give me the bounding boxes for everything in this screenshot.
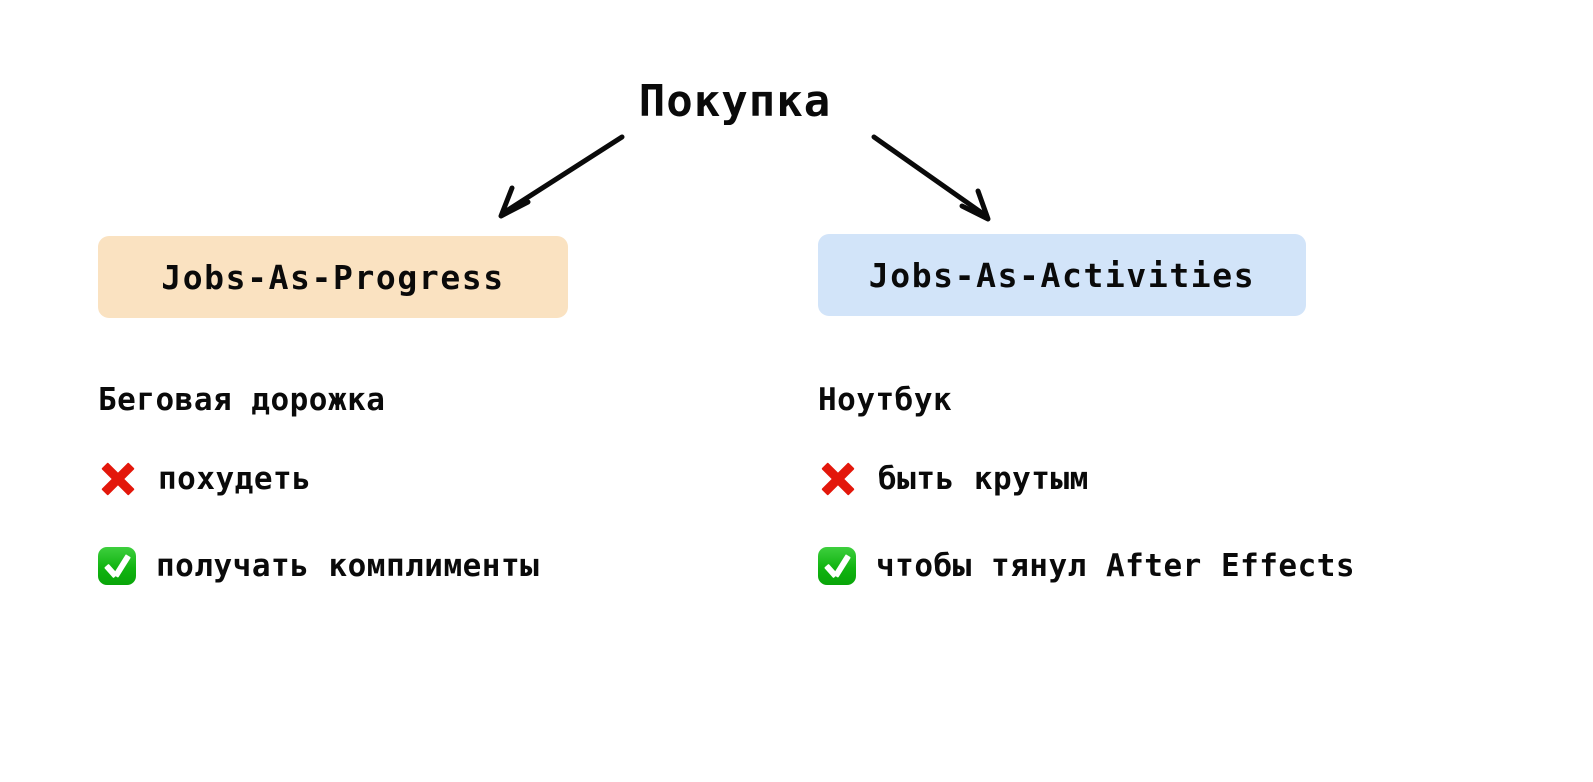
job-label: чтобы тянул After Effects	[876, 548, 1356, 585]
cross-mark-icon	[98, 459, 138, 499]
job-row-wrong: быть крутым	[818, 459, 1578, 499]
column-jobs-as-activities: Ноутбук быть крутым чтобы тянул After Ef…	[818, 382, 1578, 586]
category-box-label: Jobs-As-Activities	[868, 255, 1256, 295]
job-row-right: получать комплименты	[98, 547, 798, 586]
arrow-to-jobs-as-activities	[871, 134, 991, 222]
category-box-jobs-as-activities[interactable]: Jobs-As-Activities	[818, 234, 1306, 316]
check-mark-button-icon	[818, 547, 856, 586]
check-mark-button-icon	[98, 547, 136, 586]
arrow-to-jobs-as-progress	[498, 134, 625, 219]
job-label: похудеть	[158, 461, 312, 498]
cross-mark-icon	[818, 459, 858, 499]
column-heading: Беговая дорожка	[98, 382, 386, 418]
category-box-label: Jobs-As-Progress	[161, 257, 505, 297]
category-box-jobs-as-progress[interactable]: Jobs-As-Progress	[98, 236, 568, 318]
job-row-wrong: похудеть	[98, 459, 798, 499]
job-label: получать комплименты	[156, 548, 540, 585]
column-heading: Ноутбук	[818, 382, 953, 418]
job-label: быть крутым	[878, 461, 1089, 498]
page-title: Покупка	[638, 76, 832, 127]
column-jobs-as-progress: Беговая дорожка похудеть получать компли…	[98, 382, 798, 586]
job-row-right: чтобы тянул After Effects	[818, 547, 1578, 586]
